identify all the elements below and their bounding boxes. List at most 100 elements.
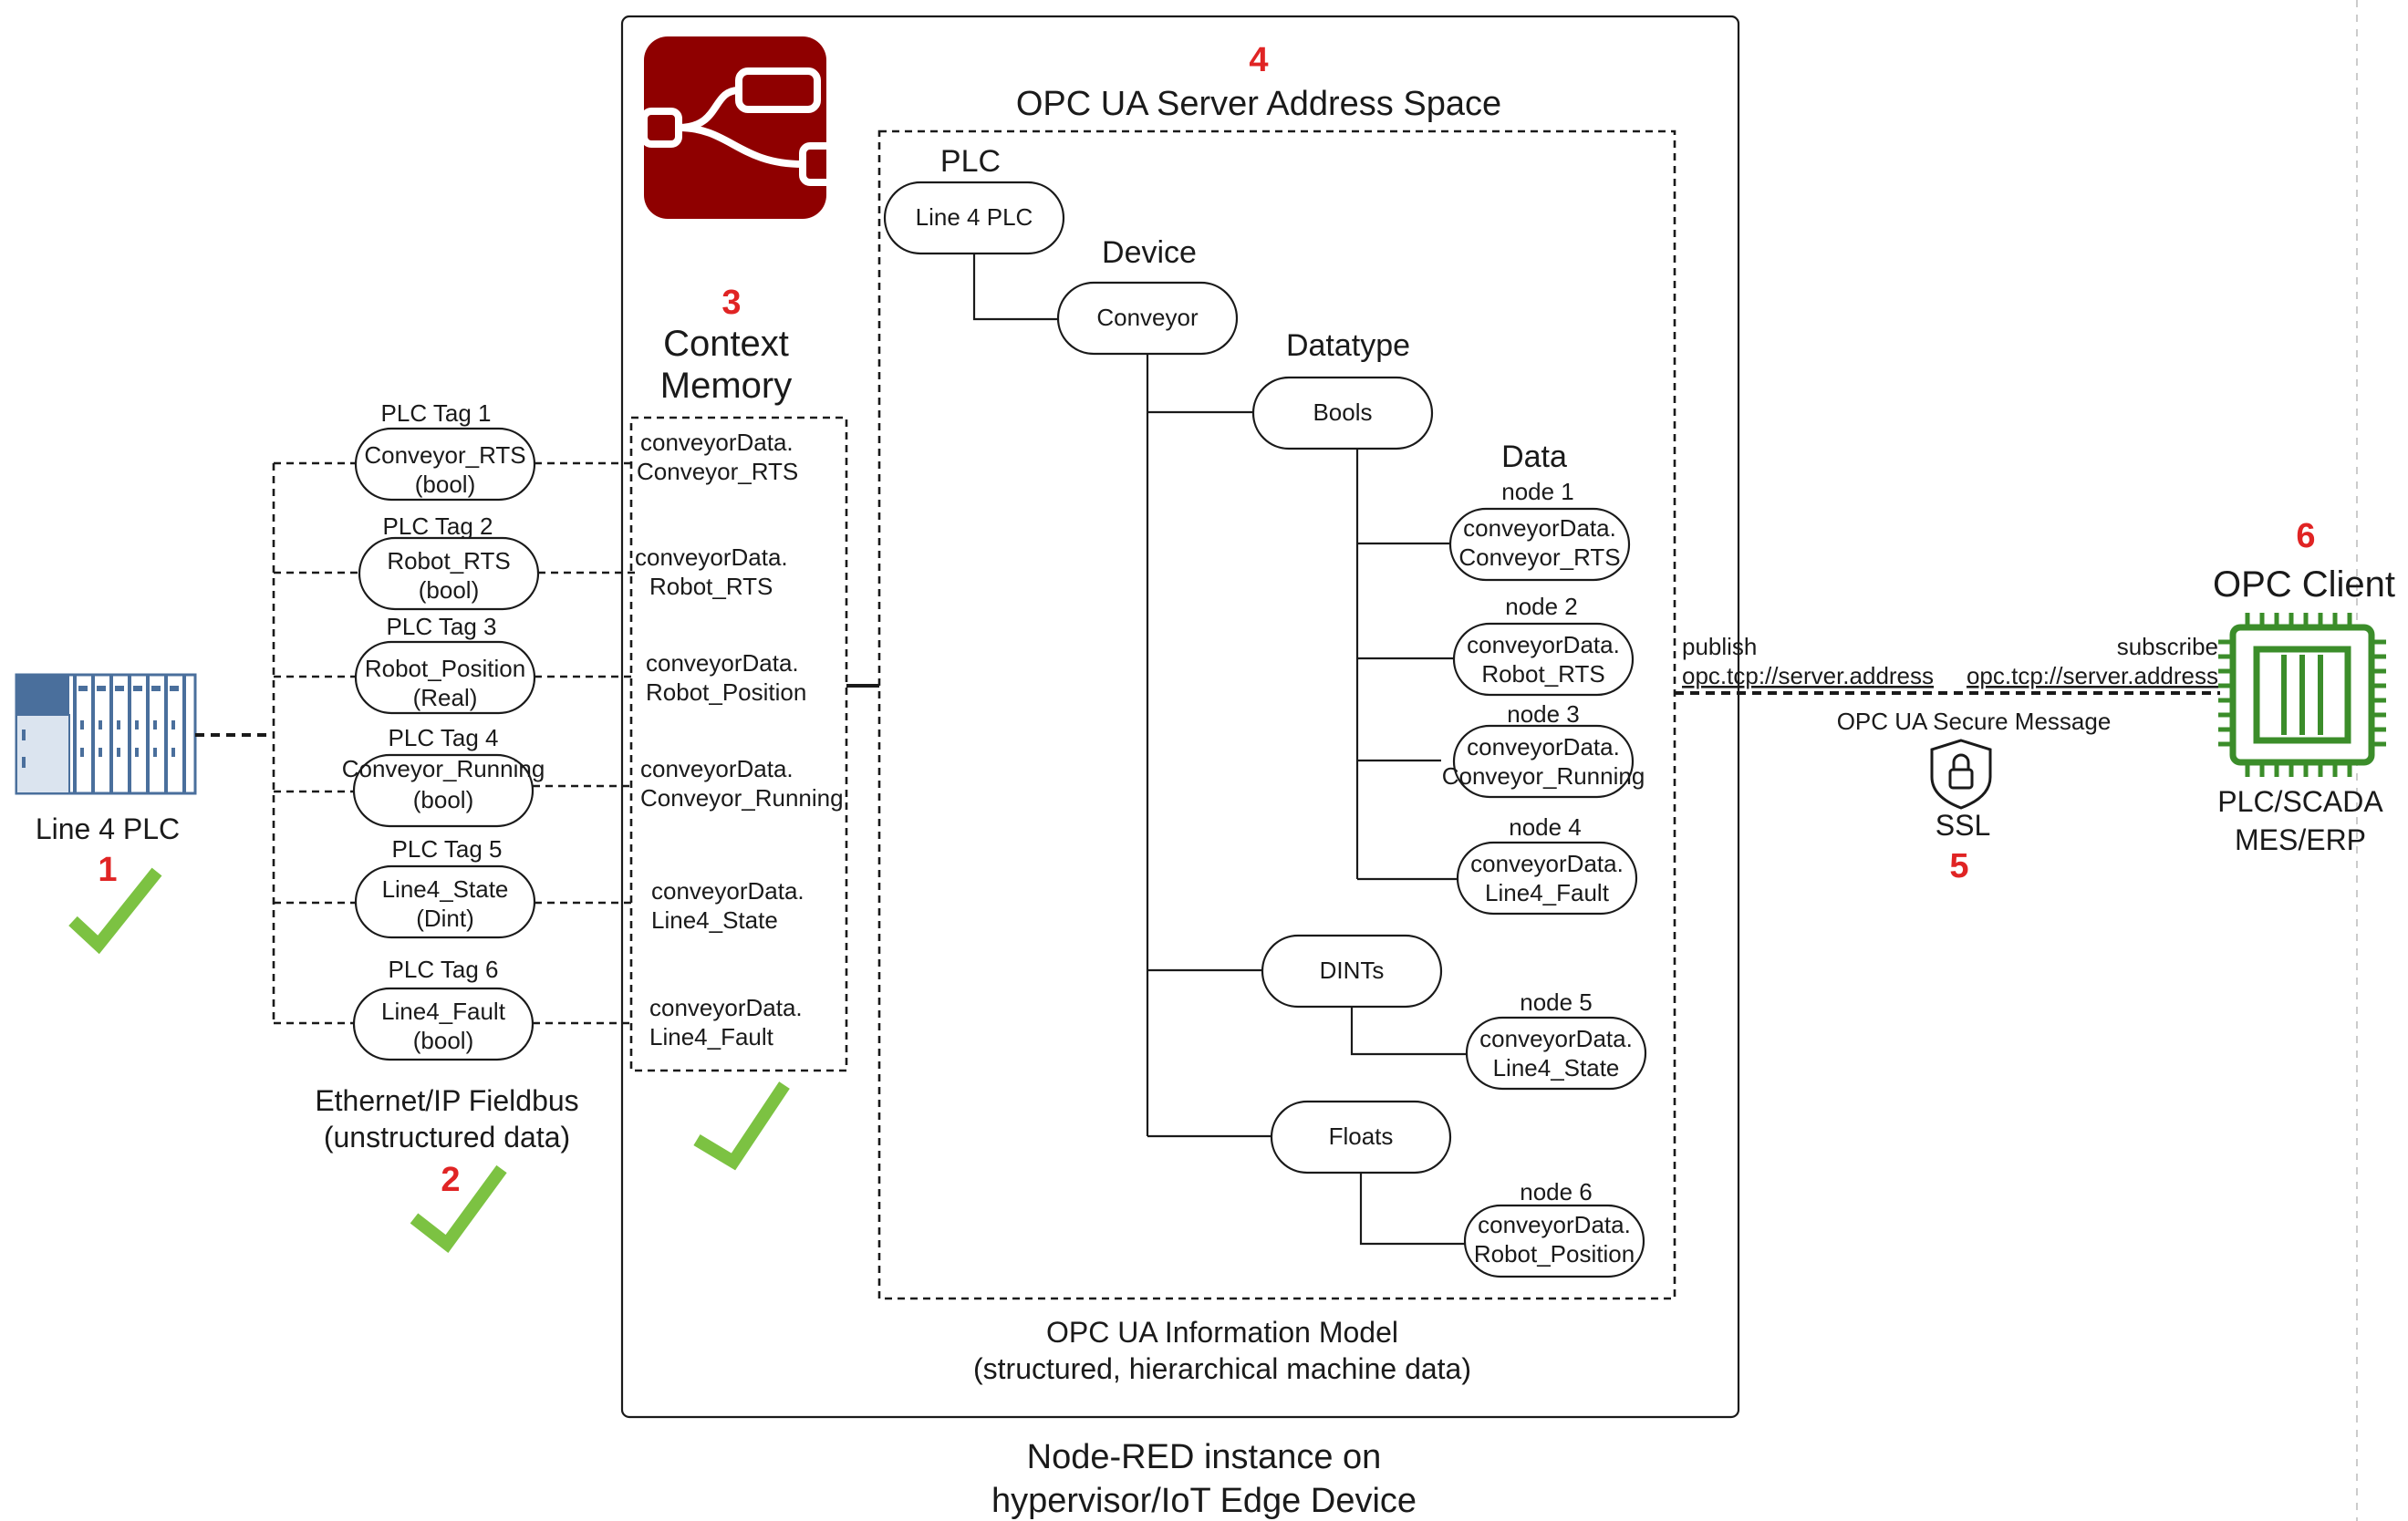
plc-tag-3: PLC Tag 3 Robot_Position (Real) bbox=[274, 613, 635, 715]
info-model-title: OPC UA Information Model bbox=[1046, 1316, 1398, 1349]
svg-text:conveyorData.: conveyorData. bbox=[1467, 631, 1620, 658]
data-node-1: node 1 conveyorData. Conveyor_RTS bbox=[1448, 478, 1631, 582]
address-space-box bbox=[877, 129, 1676, 1300]
fieldbus-subtitle: (unstructured data) bbox=[324, 1121, 570, 1154]
tag-type: (bool) bbox=[415, 471, 475, 498]
node-red-caption-1: Node-RED instance on bbox=[1027, 1438, 1382, 1476]
svg-text:conveyorData.: conveyorData. bbox=[635, 543, 788, 571]
data-node-3: node 3 conveyorData. Conveyor_Running bbox=[1442, 700, 1645, 799]
client-line-2: MES/ERP bbox=[2235, 823, 2366, 856]
svg-text:node 1: node 1 bbox=[1501, 478, 1574, 505]
shield-lock-icon bbox=[1930, 739, 1992, 810]
step-number-1: 1 bbox=[98, 851, 117, 889]
svg-text:conveyorData.: conveyorData. bbox=[640, 755, 794, 782]
fieldbus-title: Ethernet/IP Fieldbus bbox=[315, 1084, 578, 1117]
context-memory-title-1: Context bbox=[663, 324, 789, 364]
context-entry-6: conveyorData. Line4_Fault bbox=[649, 994, 803, 1050]
tag-type: (bool) bbox=[413, 1027, 473, 1054]
svg-text:Robot_Position: Robot_Position bbox=[646, 678, 806, 706]
tag-label: PLC Tag 3 bbox=[387, 613, 497, 640]
tag-label: PLC Tag 2 bbox=[383, 512, 493, 540]
datatype-label: DINTs bbox=[1320, 957, 1385, 984]
datatype-label: Bools bbox=[1313, 398, 1372, 426]
context-entry-2: conveyorData. Robot_RTS bbox=[635, 543, 788, 600]
check-icon-2 bbox=[410, 1164, 507, 1253]
tag-type: (Real) bbox=[413, 684, 478, 711]
secure-message-label: OPC UA Secure Message bbox=[1837, 708, 2112, 735]
level-device-label: Device bbox=[1102, 235, 1197, 270]
node-red-caption-2: hypervisor/IoT Edge Device bbox=[991, 1482, 1417, 1520]
data-node-2: node 2 conveyorData. Robot_RTS bbox=[1452, 593, 1635, 697]
svg-text:node 2: node 2 bbox=[1505, 593, 1578, 620]
tag-label: PLC Tag 6 bbox=[389, 956, 499, 983]
step-number-6: 6 bbox=[2296, 517, 2315, 555]
svg-text:conveyorData.: conveyorData. bbox=[640, 429, 794, 456]
svg-text:conveyorData.: conveyorData. bbox=[1463, 514, 1616, 542]
data-node-4: node 4 conveyorData. Line4_Fault bbox=[1456, 813, 1638, 916]
svg-text:conveyorData.: conveyorData. bbox=[1479, 1025, 1633, 1052]
step-number-5: 5 bbox=[1949, 847, 1968, 885]
datatype-node-bools bbox=[1251, 376, 1434, 450]
tag-label: PLC Tag 1 bbox=[381, 399, 492, 427]
svg-text:Line4_Fault: Line4_Fault bbox=[649, 1023, 774, 1050]
datatype-node-dints bbox=[1261, 934, 1443, 1009]
svg-text:Robot_Position: Robot_Position bbox=[1474, 1240, 1635, 1268]
level-datatype-label: Datatype bbox=[1286, 328, 1410, 363]
datatype-node-floats bbox=[1270, 1100, 1452, 1174]
plc-tag-5: PLC Tag 5 Line4_State (Dint) bbox=[274, 835, 635, 939]
svg-text:node 6: node 6 bbox=[1520, 1178, 1593, 1205]
svg-text:conveyorData.: conveyorData. bbox=[1467, 733, 1620, 760]
tag-name: Conveyor_RTS bbox=[364, 441, 525, 469]
svg-text:Conveyor_RTS: Conveyor_RTS bbox=[637, 458, 798, 485]
svg-text:Robot_RTS: Robot_RTS bbox=[1481, 660, 1604, 688]
level-data-label: Data bbox=[1501, 440, 1567, 474]
info-model-subtitle: (structured, hierarchical machine data) bbox=[973, 1352, 1471, 1385]
check-icon-3 bbox=[693, 1081, 790, 1171]
tag-name: Conveyor_Running bbox=[342, 755, 545, 782]
step-number-2: 2 bbox=[441, 1161, 460, 1199]
context-entry-3: conveyorData. Robot_Position bbox=[646, 649, 806, 706]
plc-tag-6: PLC Tag 6 Line4_Fault (bool) bbox=[274, 956, 635, 1061]
tag-name: Robot_Position bbox=[365, 655, 525, 682]
context-entry-1: conveyorData. Conveyor_RTS bbox=[637, 429, 798, 485]
tree-connectors bbox=[972, 254, 1467, 1246]
context-memory-box bbox=[629, 416, 848, 1072]
svg-text:conveyorData.: conveyorData. bbox=[649, 994, 803, 1021]
svg-text:conveyorData.: conveyorData. bbox=[1478, 1211, 1631, 1238]
node-red-container bbox=[620, 15, 1740, 1419]
svg-text:Line4_Fault: Line4_Fault bbox=[1485, 879, 1610, 906]
datatype-label: Floats bbox=[1329, 1123, 1394, 1150]
svg-text:Conveyor_Running: Conveyor_Running bbox=[640, 784, 844, 812]
svg-text:Conveyor_Running: Conveyor_Running bbox=[1442, 762, 1645, 790]
tag-name: Robot_RTS bbox=[387, 547, 510, 574]
tag-label: PLC Tag 5 bbox=[392, 835, 503, 863]
data-node-5: node 5 conveyorData. Line4_State bbox=[1465, 988, 1647, 1091]
device-node-label: Conveyor bbox=[1096, 304, 1199, 331]
client-line-1: PLC/SCADA bbox=[2217, 785, 2383, 818]
plc-tag-1: PLC Tag 1 Conveyor_RTS (bool) bbox=[274, 399, 635, 502]
client-title: OPC Client bbox=[2213, 564, 2395, 605]
svg-text:conveyorData.: conveyorData. bbox=[651, 877, 804, 905]
tag-label: PLC Tag 4 bbox=[389, 724, 499, 751]
tag-type: (bool) bbox=[413, 786, 473, 813]
context-entry-4: conveyorData. Conveyor_Running bbox=[640, 755, 844, 812]
svg-text:Line4_State: Line4_State bbox=[1493, 1054, 1620, 1081]
address-space-title: OPC UA Server Address Space bbox=[1016, 85, 1501, 123]
tag-name: Line4_State bbox=[382, 875, 509, 903]
level-plc-label: PLC bbox=[940, 144, 1001, 179]
subscribe-label: subscribe bbox=[2117, 633, 2218, 660]
node-red-logo-icon bbox=[640, 36, 843, 219]
plc-icon bbox=[15, 673, 197, 795]
svg-text:node 5: node 5 bbox=[1520, 988, 1593, 1016]
svg-text:conveyorData.: conveyorData. bbox=[1470, 850, 1624, 877]
svg-text:conveyorData.: conveyorData. bbox=[646, 649, 799, 677]
plc-tag-4: PLC Tag 4 Conveyor_Running (bool) bbox=[274, 724, 635, 828]
subscribe-address: opc.tcp://server.address bbox=[1967, 662, 2218, 689]
context-entry-5: conveyorData. Line4_State bbox=[651, 877, 804, 934]
plc-node-label: Line 4 PLC bbox=[916, 203, 1033, 231]
publish-label: publish bbox=[1682, 633, 1757, 660]
step-number-3: 3 bbox=[721, 284, 741, 322]
tag-type: (bool) bbox=[419, 576, 479, 604]
svg-text:Robot_RTS: Robot_RTS bbox=[649, 573, 773, 600]
context-memory-title-2: Memory bbox=[660, 366, 792, 406]
